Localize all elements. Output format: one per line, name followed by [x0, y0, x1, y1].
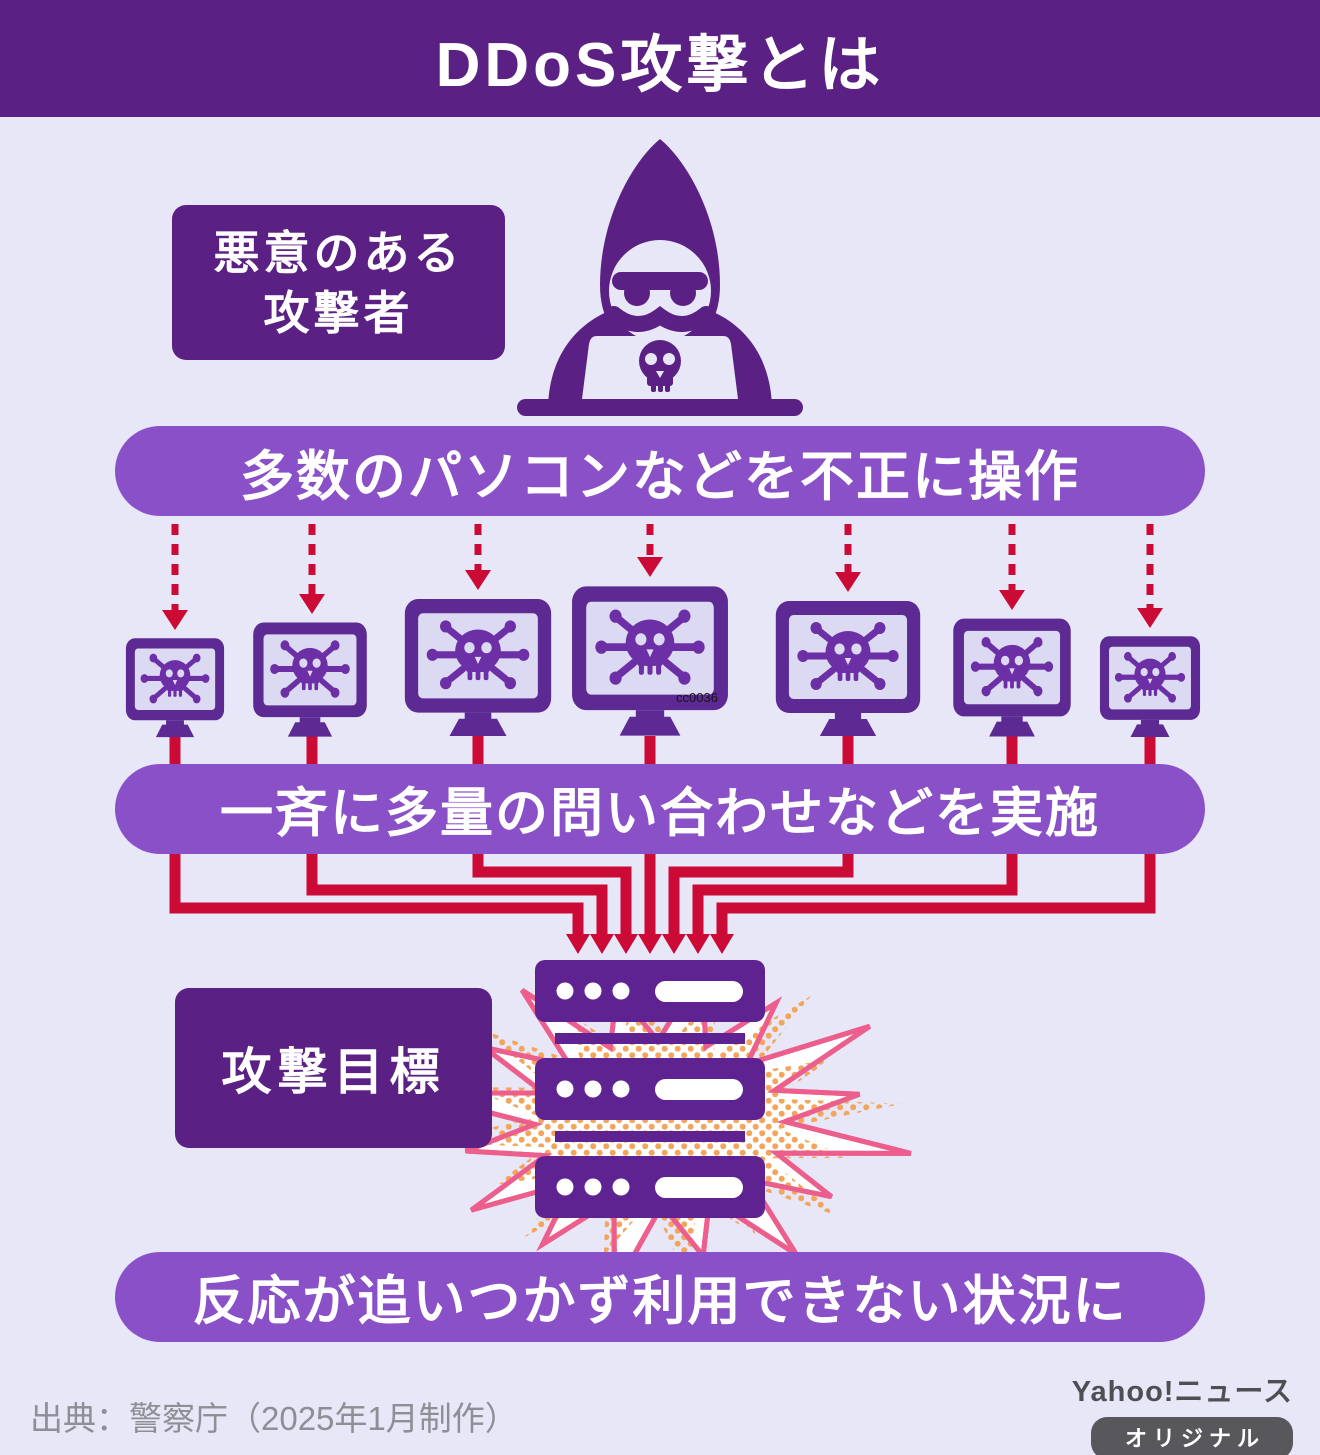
red-attack-line — [692, 848, 1018, 936]
server-stack-icon — [535, 960, 765, 1218]
infected-computer-skull-icon — [402, 596, 554, 740]
infected-computer-skull-icon — [1098, 634, 1202, 740]
infected-computer-skull-icon — [569, 583, 731, 740]
red-attack-line — [668, 848, 854, 936]
brand-badge: オリジナル — [1090, 1417, 1293, 1455]
red-attack-line — [472, 848, 632, 936]
target-label: 攻撃目標 — [175, 988, 492, 1148]
step1-banner: 多数のパソコンなどを不正に操作 — [115, 426, 1205, 516]
source-credit: 出典：警察庁（2025年1月制作） — [30, 1400, 518, 1437]
laptop-base — [517, 399, 803, 416]
server-unit — [535, 960, 765, 1022]
red-attack-line — [306, 848, 608, 936]
server-unit — [535, 1156, 765, 1218]
red-attack-line — [169, 848, 584, 936]
target-label-text: 攻撃目標 — [221, 1044, 446, 1100]
step3-banner: 反応が追いつかず利用できない状況に — [115, 1252, 1205, 1342]
header-bar: DDoS攻撃とは — [0, 0, 1320, 117]
attacker-label-line1: 悪意のある — [213, 226, 464, 279]
hacker-with-laptop-icon — [517, 139, 803, 416]
laptop-skull-icon — [639, 340, 681, 392]
hacker-glasses — [612, 272, 708, 306]
infected-computer-skull-icon — [251, 620, 369, 740]
infected-computer-skull-icon — [951, 616, 1073, 740]
hacker-mustache — [606, 306, 714, 332]
infected-computer-skull-icon — [773, 598, 923, 740]
brand-block: Yahoo!ニュース オリジナル — [1072, 1368, 1293, 1455]
brand-logo: Yahoo!ニュース — [1071, 1376, 1293, 1408]
page-title: DDoS攻撃とは — [435, 30, 885, 100]
watermark-text: cc0036 — [676, 690, 718, 705]
step2-banner: 一斉に多量の問い合わせなどを実施 — [115, 764, 1205, 854]
attacker-label-line2: 攻撃者 — [263, 286, 414, 339]
attacker-label: 悪意のある 攻撃者 — [172, 205, 505, 360]
infected-computer-skull-icon — [124, 636, 226, 740]
server-unit — [535, 1058, 765, 1120]
red-attack-line — [716, 848, 1156, 936]
